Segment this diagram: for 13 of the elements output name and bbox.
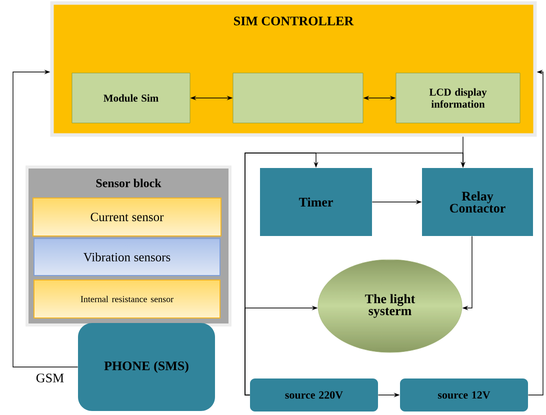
module-box: LCD display information: [396, 72, 520, 124]
module-box: [232, 72, 364, 124]
sensor-box: Current sensor: [32, 198, 222, 236]
sensor-box: Internal resistance sensor: [34, 280, 220, 318]
process-box: Relay Contactor: [422, 168, 533, 236]
process-box: Timer: [260, 168, 372, 236]
connector-arrow: [12, 70, 78, 368]
phone-box: PHONE (SMS): [78, 323, 215, 411]
source-box: source 220V: [250, 378, 378, 412]
sensor-box: Vibration sensors: [34, 238, 220, 276]
edge-label: GSM: [34, 372, 66, 384]
module-box: Module Sim: [72, 72, 190, 124]
source-box: source 12V: [400, 378, 528, 412]
